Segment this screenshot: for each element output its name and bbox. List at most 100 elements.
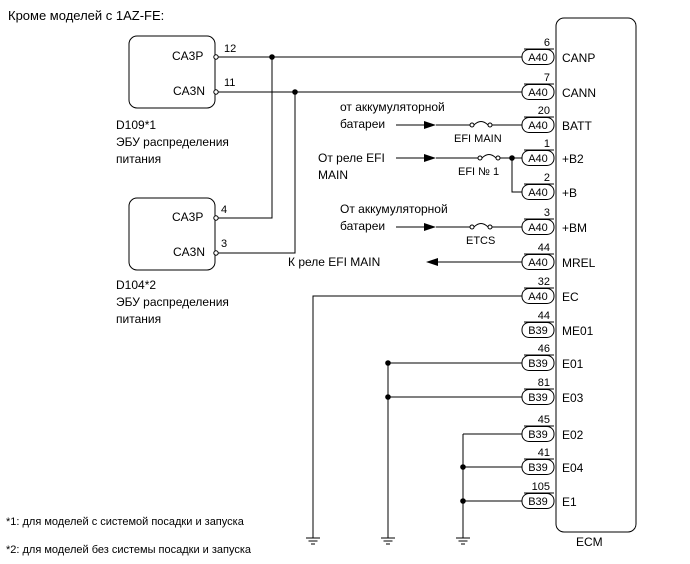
e01-junction: [385, 360, 391, 366]
connector-badge: [521, 219, 555, 235]
ground-icon-e02: [456, 537, 470, 545]
connector-label: B39: [528, 462, 548, 474]
connector-badge: [521, 493, 555, 509]
ecm-pin-name: +B: [562, 186, 577, 200]
e03-junction: [385, 394, 391, 400]
connector-label: B39: [528, 496, 548, 508]
bm-source-line2: батареи: [340, 219, 385, 233]
connector-label: A40: [528, 222, 548, 234]
batt-circuit: от аккумуляторной батареи EFI MAIN: [340, 100, 522, 145]
d104-pin2-num: 3: [221, 238, 227, 250]
d109-pin1-terminal: [213, 54, 219, 60]
d104-pin1-name: CA3P: [172, 210, 203, 224]
d104-desc-1: ЭБУ распределения: [116, 295, 229, 309]
connector-label: A40: [528, 187, 548, 199]
d109-label: D109*1: [116, 118, 156, 132]
d104-pin1-terminal: [213, 215, 219, 221]
fuse-efi-no1-icon: [481, 154, 497, 159]
ecm-pin-name: EC: [562, 290, 579, 304]
ecm-pin-number: 1: [544, 138, 550, 150]
connector-badge: [521, 355, 555, 371]
ecm-pin-name: +B2: [562, 152, 584, 166]
connector-badge: [521, 322, 555, 338]
ecm-pin-number: 3: [544, 207, 550, 219]
d109-pin2-name: CA3N: [173, 84, 205, 98]
d109-desc-1: ЭБУ распределения: [116, 135, 229, 149]
d104-pin2-terminal: [213, 250, 219, 256]
connector-badge: [521, 288, 555, 304]
cann-junction: [292, 89, 298, 95]
connector-badge: [521, 184, 555, 200]
ecm-pin-name: BATT: [562, 119, 592, 133]
ecm-pin-number: 105: [532, 481, 550, 493]
fuse-etcs-icon: [473, 223, 489, 228]
connector-label: A40: [528, 52, 548, 64]
mrel-arrow: [426, 258, 438, 266]
ecm-pin-number: 46: [538, 343, 550, 355]
d104-canp-wire: [218, 57, 273, 219]
ecm-pin-number: 44: [538, 310, 550, 322]
ecm-pin-number: 6: [544, 37, 550, 49]
canp-junction: [269, 54, 275, 60]
connector-label: B39: [528, 392, 548, 404]
ecm-pin-number: 7: [544, 72, 550, 84]
connector-badge: [521, 426, 555, 442]
mrel-circuit: К реле EFI MAIN: [288, 255, 522, 269]
efi-relay-source-line1: От реле EFI: [318, 151, 385, 165]
fuse-efi-no1-label: EFI № 1: [458, 166, 499, 178]
ecm-pin-name: E04: [562, 461, 584, 475]
ecm-pin-name: E02: [562, 428, 584, 442]
d104-pin2-name: CA3N: [173, 245, 205, 259]
ecm-pin-name: E1: [562, 495, 577, 509]
connector-label: A40: [528, 257, 548, 269]
bm-circuit: От аккумуляторной батареи ETCS: [340, 202, 522, 247]
can-wiring: [218, 54, 522, 254]
ecm-pin-name: E03: [562, 391, 584, 405]
fuse-etcs-label: ETCS: [466, 235, 495, 247]
d109-pin1-num: 12: [224, 43, 236, 55]
d104-block: [128, 197, 216, 271]
fuse-efi-main-label: EFI MAIN: [454, 133, 502, 145]
batt-source-line2: батареи: [340, 117, 385, 131]
batt-arrow: [424, 121, 436, 129]
connector-badge: [521, 84, 555, 100]
d109-pin1-name: CA3P: [172, 49, 203, 63]
ecm-pin-name: CANP: [562, 51, 595, 65]
fuse-efi-main-icon: [473, 121, 489, 126]
connector-label: B39: [528, 325, 548, 337]
ecm-pin-name: +BM: [562, 221, 587, 235]
footnote-2: *2: для моделей без системы посадки и за…: [6, 544, 252, 556]
e04-junction: [460, 464, 466, 470]
d104-pin1-num: 4: [221, 204, 227, 216]
d109-desc-2: питания: [116, 152, 161, 166]
d104-desc-2: питания: [116, 312, 161, 326]
d109-block: [128, 35, 216, 109]
d109-pin2-num: 11: [224, 77, 235, 89]
ec-ground-circuit: [306, 295, 522, 545]
connector-label: A40: [528, 87, 548, 99]
ecm-pin-number: 41: [538, 447, 550, 459]
d104-cann-wire: [218, 92, 296, 254]
e01-ground-circuit: [381, 360, 522, 545]
ecm-pin-number: 32: [538, 276, 550, 288]
ecm-pin-number: 45: [538, 414, 550, 426]
ecm-label: ECM: [576, 535, 603, 549]
connector-badge: [521, 459, 555, 475]
ecm-pin-number: 81: [538, 377, 550, 389]
efi-relay-source-line2: MAIN: [318, 168, 348, 182]
ecm-pin-name: CANN: [562, 86, 596, 100]
batt-source-line1: от аккумуляторной: [340, 100, 445, 114]
